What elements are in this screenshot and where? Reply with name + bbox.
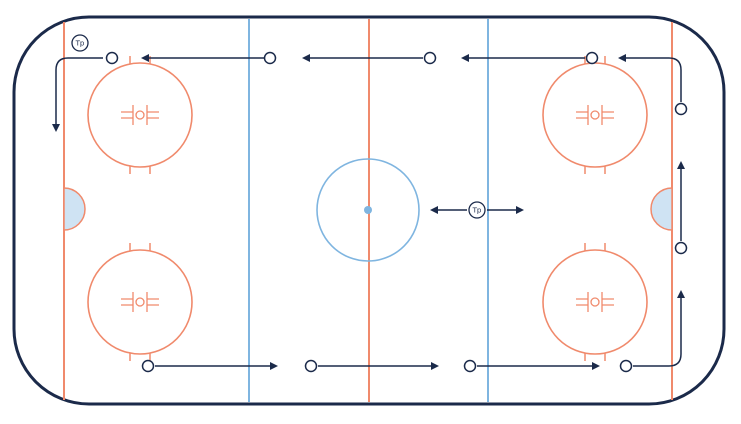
player-marker — [585, 51, 599, 65]
faceoff-circle-top-left — [87, 56, 193, 174]
player-marker — [619, 359, 633, 373]
player-marker — [304, 359, 318, 373]
left-goal-crease — [63, 187, 86, 231]
faceoff-circle-bottom-left — [87, 243, 193, 361]
center-circle — [316, 158, 420, 262]
player-marker — [674, 102, 688, 116]
tp-marker-top-left: Tp — [71, 34, 89, 52]
svg-text:Tp: Tp — [75, 40, 85, 48]
svg-text:Tp: Tp — [472, 207, 482, 215]
center-faceoff-dot — [364, 206, 372, 214]
tp-marker-center: Tp — [468, 201, 486, 219]
player-marker — [423, 51, 437, 65]
player-marker — [463, 359, 477, 373]
route-arrow-top-left-corner — [52, 57, 103, 132]
player-marker — [674, 241, 688, 255]
route-arrow-top-right-corner — [618, 54, 682, 102]
player-marker — [105, 51, 119, 65]
player-marker — [263, 51, 277, 65]
player-marker — [141, 359, 155, 373]
right-goal-crease — [650, 187, 673, 231]
route-arrow-bottom-right-corner — [633, 290, 685, 367]
faceoff-circle-bottom-right — [542, 243, 648, 361]
